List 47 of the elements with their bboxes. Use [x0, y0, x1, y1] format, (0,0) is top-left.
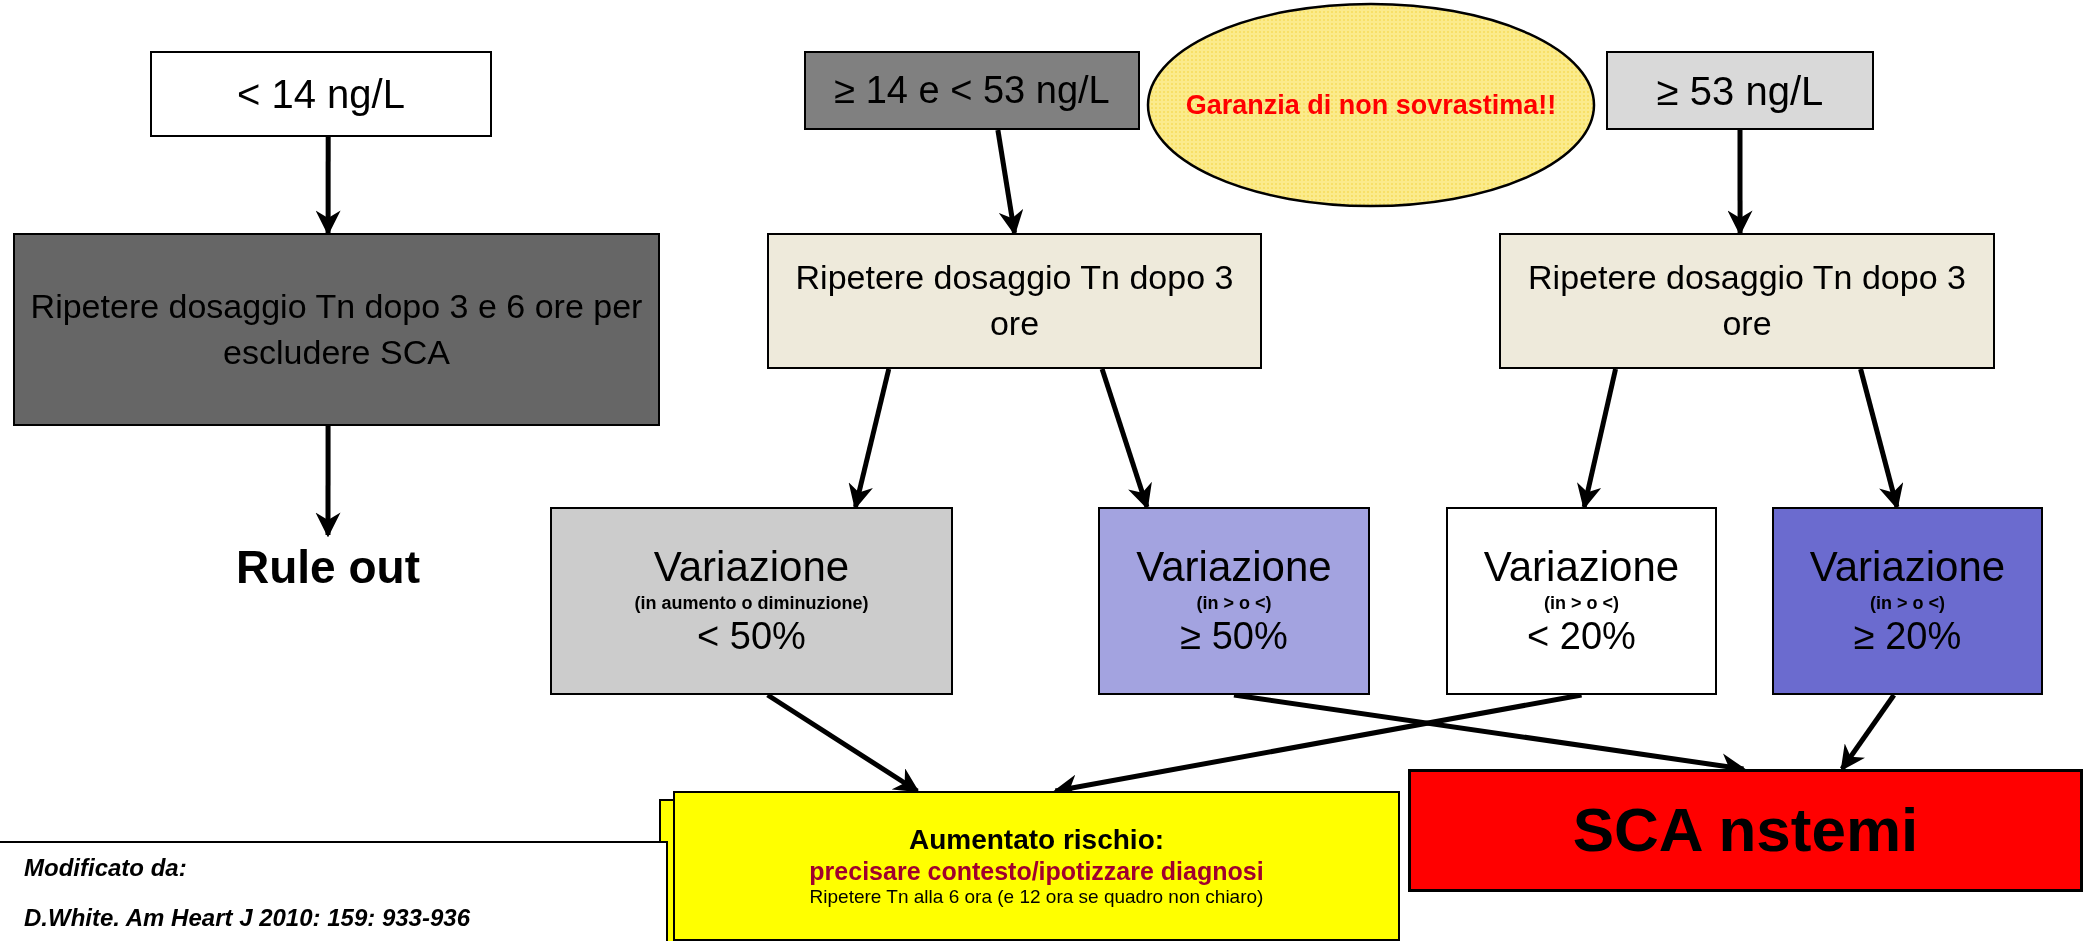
result-note: (in > o <): [1195, 592, 1273, 615]
node-label: ≥ 53 ng/L: [1655, 67, 1825, 115]
result-note: (in aumento o diminuzione): [633, 592, 870, 615]
result-box: [550, 507, 953, 695]
result-value: < 20%: [1526, 614, 1637, 660]
result-title: Variazione: [1808, 542, 2007, 593]
node-label: Ripetere dosaggio Tn dopo 3 ore: [1527, 257, 1967, 344]
process-box: [1499, 233, 1995, 369]
threshold-box: [1606, 51, 1874, 130]
result-title: Variazione: [652, 542, 851, 593]
result-box: [1446, 507, 1717, 695]
threshold-box: [150, 51, 492, 137]
outcome-note: Ripetere Tn alla 6 ora (e 12 ora se quadro non chiaro): [808, 886, 1265, 910]
arrow: [1099, 368, 1152, 510]
threshold-box: [804, 51, 1140, 130]
process-box: [767, 233, 1262, 369]
result-title: Variazione: [1482, 542, 1681, 593]
result-note: (in > o <): [1869, 592, 1946, 615]
arrow: [1727, 130, 1753, 236]
arrow: [1858, 368, 1904, 510]
citation-box: [0, 841, 668, 941]
outcome-box: [1408, 769, 2083, 892]
node-label: Ripetere dosaggio Tn dopo 3 e 6 ore per escludere SCA: [29, 285, 644, 373]
result-value: ≥ 50%: [1179, 614, 1289, 660]
process-box: [13, 233, 660, 426]
result-value: < 50%: [696, 614, 807, 660]
node-label: ≥ 14 e < 53 ng/L: [833, 67, 1111, 113]
node-label: Rule out: [235, 540, 421, 596]
outcome-action: precisare contesto/ipotizzare diagnosi: [808, 856, 1265, 887]
outcome-title: Aumentato rischio:: [907, 822, 1166, 857]
node-label: < 14 ng/L: [236, 71, 406, 118]
callout-ellipse: [1146, 2, 1596, 208]
result-box: [1772, 507, 2043, 695]
arrow: [315, 137, 341, 236]
node-label: Ripetere dosaggio Tn dopo 3 ore: [794, 257, 1235, 344]
node-label: SCA nstemi: [1571, 794, 1920, 867]
result-value: ≥ 20%: [1852, 614, 1963, 660]
callout-text: Garanzia di non sovrastima!!: [1184, 88, 1558, 122]
citation-reference: D.White. Am Heart J 2010: 159: 933-936: [23, 903, 471, 933]
result-box: [1098, 507, 1370, 695]
result-note: (in > o <): [1543, 592, 1620, 615]
result-title: Variazione: [1135, 542, 1333, 593]
arrow: [315, 426, 341, 538]
arrow: [1577, 368, 1618, 510]
citation-label: Modificato da:: [23, 853, 188, 883]
arrow: [995, 129, 1024, 236]
arrow: [848, 368, 892, 510]
